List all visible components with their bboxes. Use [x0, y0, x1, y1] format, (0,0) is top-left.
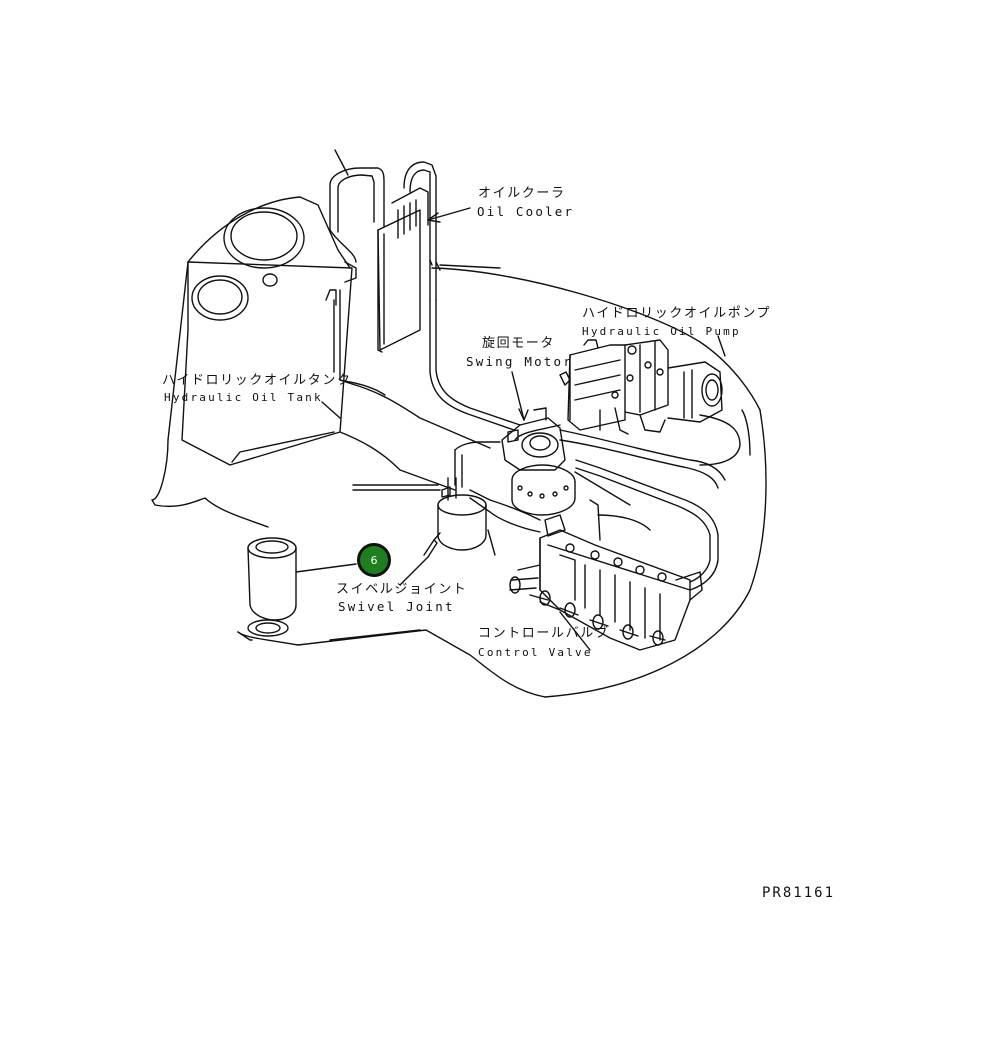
hydraulic-oil-pump — [559, 339, 723, 435]
callout-marker-6[interactable]: 6 — [357, 543, 391, 577]
control-valve-label-jp: コントロールバルブ — [478, 626, 610, 641]
swing-motor-label-jp: 旋回モータ — [482, 336, 556, 351]
oil-cooler-label-jp: オイルクーラ — [478, 186, 566, 201]
swing-circle-pinion — [247, 537, 357, 637]
drawing-reference-code: PR81161 — [762, 885, 836, 901]
pump-label-en: Hydraulic Oil Pump — [582, 325, 741, 338]
oil-cooler — [329, 161, 501, 353]
swivel-label-en: Swivel Joint — [338, 599, 455, 614]
upper-structure-outline — [151, 149, 767, 698]
swivel-label-jp: スイベルジョイント — [336, 582, 468, 597]
oil-cooler-label-en: Oil Cooler — [477, 204, 575, 219]
pump-label-jp: ハイドロリックオイルポンプ — [582, 306, 772, 321]
control-valve — [509, 514, 703, 651]
hydraulic-oil-tank — [181, 207, 357, 466]
leader-lines — [321, 207, 726, 651]
tank-label-jp: ハイドロリックオイルタンク — [162, 373, 352, 388]
hydraulic-piping — [333, 289, 751, 591]
control-valve-label-en: Control Valve — [478, 646, 593, 659]
callout-number: 6 — [370, 553, 378, 567]
swing-motor-label-en: Swing Motor — [466, 354, 573, 369]
swivel-joint — [423, 477, 487, 558]
swing-motor — [501, 407, 576, 516]
tank-label-en: Hydraulic Oil Tank — [164, 391, 323, 404]
